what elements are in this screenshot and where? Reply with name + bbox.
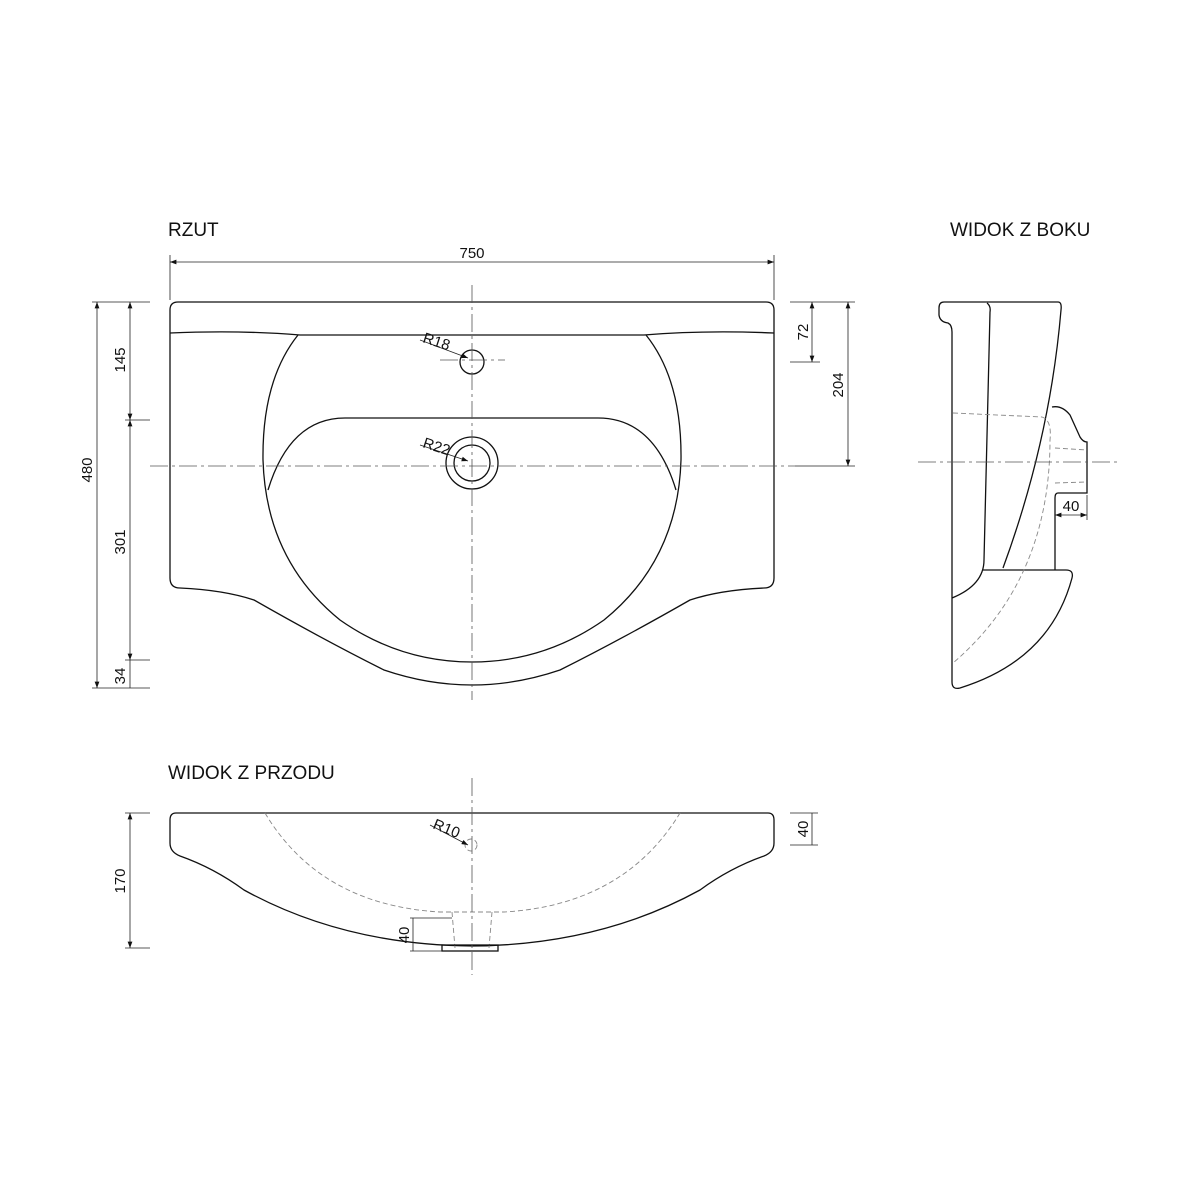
- bowl-inner: [267, 417, 677, 491]
- side-view-title: WIDOK Z BOKU: [950, 220, 1090, 241]
- top-view-title: RZUT: [168, 220, 219, 241]
- depth-dimension: 480: [79, 457, 96, 482]
- side-view: WIDOK Z BOKU 40: [918, 220, 1118, 690]
- top-view: RZUT R18 R22 750 480 145 301 34: [79, 220, 855, 700]
- front-height-dimension: 170: [112, 868, 129, 893]
- to-drain-dimension: 204: [830, 372, 847, 397]
- basin-outline: [169, 301, 775, 686]
- back-to-tap-dimension: 145: [112, 347, 129, 372]
- tap-to-front-dimension: 301: [112, 529, 129, 554]
- tap-radius-label: R18: [421, 330, 452, 355]
- front-lip-dimension: 34: [112, 668, 129, 685]
- front-view: WIDOK Z PRZODU R10 170 40 40: [112, 763, 818, 975]
- back-ledge: [169, 331, 775, 336]
- front-radius-label: R10: [431, 816, 463, 842]
- rim-dimension: 40: [795, 821, 812, 838]
- drain-radius-label: R22: [421, 435, 452, 460]
- front-view-title: WIDOK Z PRZODU: [168, 763, 335, 784]
- width-dimension: 750: [459, 245, 484, 262]
- spigot-dimension: 40: [1063, 498, 1080, 515]
- drain-height-dimension: 40: [396, 927, 413, 944]
- ledge-depth-dimension: 72: [795, 324, 812, 341]
